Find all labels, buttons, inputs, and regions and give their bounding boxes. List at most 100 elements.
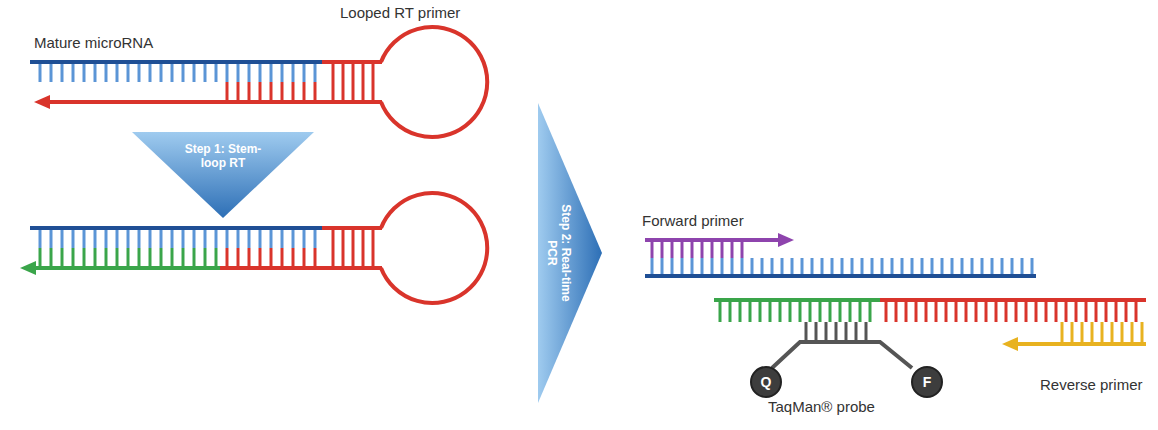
triangle-fill [132,132,314,218]
base-tick [116,64,119,82]
base-tick [61,248,64,266]
base-tick [739,302,742,322]
base-tick [149,230,152,248]
base-tick [237,64,240,82]
part-label: Looped RT primer [340,4,460,21]
base-tick [941,258,944,274]
base-tick [160,248,163,266]
base-tick [72,230,75,248]
rt-primer-strand [48,100,382,104]
base-tick [204,248,207,266]
microrna-strand [30,226,322,230]
base-tick [769,302,772,322]
base-tick [50,230,53,248]
base-tick [779,302,782,322]
arrow-head [20,261,36,275]
base-tick [237,230,240,248]
base-tick [72,64,75,82]
base-tick [749,302,752,322]
primer-loop [381,193,487,303]
base-tick [789,302,792,322]
base-tick [362,230,365,266]
base-tick [719,302,722,322]
base-tick [160,230,163,248]
base-tick [831,258,834,274]
base-tick [729,302,732,322]
base-tick [869,302,872,322]
base-tick [991,258,994,274]
arrow-head [1002,337,1018,351]
base-tick [281,230,284,248]
part-label: TaqMan® probe [768,398,875,415]
base-tick [945,302,948,322]
base-tick [925,302,928,322]
base-tick [651,242,654,258]
base-tick [1111,322,1114,342]
base-tick [815,322,818,340]
base-tick [314,82,317,100]
base-tick [303,230,306,248]
base-tick [1091,322,1094,342]
base-tick [237,248,240,266]
base-tick [138,64,141,82]
base-tick [711,242,714,258]
rt-primer-strand [220,266,382,270]
base-tick [849,302,852,322]
base-tick [226,64,229,82]
arrow-head [778,233,794,247]
base-tick [149,64,152,82]
base-tick [825,322,828,340]
base-tick [281,64,284,82]
base-tick [651,258,654,274]
base-tick [116,230,119,248]
base-tick [955,302,958,322]
base-tick [1035,302,1038,322]
base-tick [270,230,273,248]
base-tick [1105,302,1108,322]
base-tick [204,230,207,248]
base-tick [127,248,130,266]
base-tick [975,302,978,322]
base-tick [671,242,674,258]
base-tick [105,248,108,266]
base-tick [270,248,273,266]
base-tick [861,258,864,274]
base-tick [270,64,273,82]
part-label: Forward primer [642,212,744,229]
base-tick [362,64,365,100]
base-tick [138,230,141,248]
base-tick [711,258,714,274]
base-tick [885,302,888,322]
arrow-head [34,95,50,109]
base-tick [791,258,794,274]
base-tick [193,230,196,248]
base-tick [94,64,97,82]
base-tick [915,302,918,322]
base-tick [965,302,968,322]
base-tick [61,230,64,248]
base-tick [171,248,174,266]
base-tick [721,258,724,274]
base-tick [248,64,251,82]
base-tick [204,64,207,82]
base-tick [259,64,262,82]
base-tick [127,64,130,82]
base-tick [105,64,108,82]
base-tick [292,64,295,82]
part-label: Reverse primer [1040,376,1143,393]
base-tick [215,248,218,266]
base-tick [215,64,218,82]
base-tick [1071,322,1074,342]
base-tick [72,248,75,266]
base-tick [921,258,924,274]
base-tick [193,248,196,266]
base-tick [342,64,345,100]
forward-primer-strand [645,238,780,242]
primer-loop [381,27,487,137]
base-tick [881,258,884,274]
base-tick [1085,302,1088,322]
base-tick [352,230,355,266]
base-tick [94,230,97,248]
base-tick [801,258,804,274]
base-tick [314,64,317,82]
